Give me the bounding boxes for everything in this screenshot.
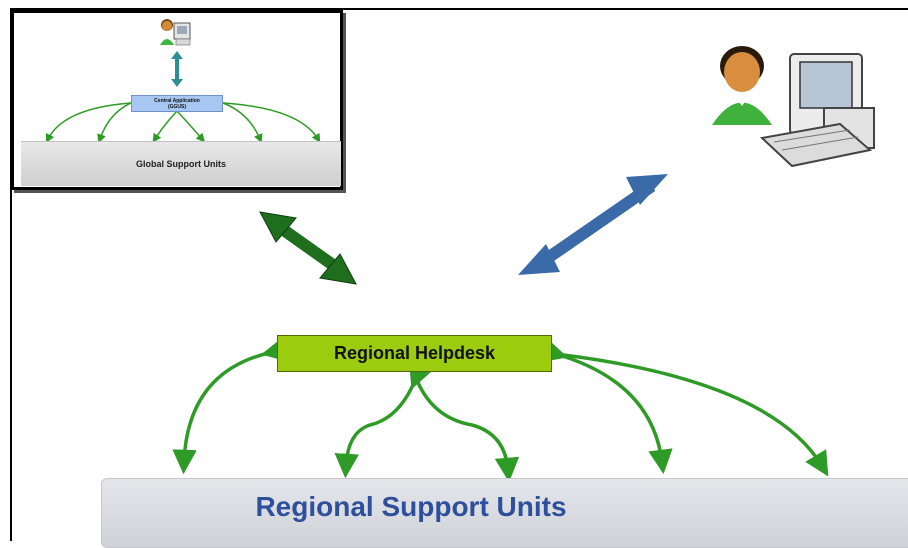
global-support-units-bar: Global Support Units [21, 141, 341, 186]
regional-helpdesk-box: Regional Helpdesk [277, 335, 552, 372]
user-computer-icon [712, 46, 875, 168]
user-computer-icon [160, 19, 191, 46]
frame-top-border [10, 8, 908, 10]
global-regional-link-arrow [274, 221, 344, 275]
regional-support-units-label: Regional Support Units [255, 491, 567, 522]
frame-left-border [10, 8, 12, 541]
global-support-units-label: Global Support Units [136, 159, 226, 169]
global-panel-graphics [45, 19, 321, 144]
global-panel: Central Application (GGUS) Global Suppor… [11, 10, 343, 190]
central-application-sublabel: (GGUS) [167, 104, 187, 110]
regional-helpdesk-label: Regional Helpdesk [333, 343, 496, 363]
central-application-box: Central Application (GGUS) [131, 95, 223, 112]
user-regional-link-arrow [538, 181, 656, 267]
helpdesk-unit-arrows [172, 337, 829, 483]
regional-support-units-bar [101, 478, 908, 548]
central-application-label: Central Application [154, 98, 200, 104]
